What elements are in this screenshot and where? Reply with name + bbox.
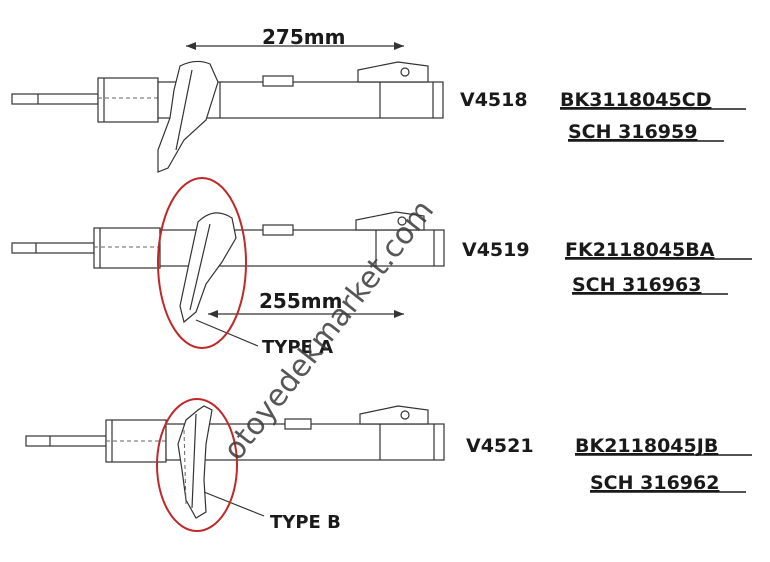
oem-code-3: BK2118045JB	[575, 435, 718, 457]
type-b-highlight-oval	[156, 398, 238, 532]
sch-code-2: SCH 316963	[572, 274, 701, 296]
dimension-label-middle: 255mm	[259, 289, 342, 313]
oem-code-1: BK3118045CD	[560, 89, 711, 111]
shock-absorber-v4519	[11, 211, 445, 347]
model-label-3: V4521	[466, 435, 534, 457]
shock-absorber-v4518	[11, 42, 444, 173]
type-b-label: TYPE B	[270, 512, 341, 533]
model-label-1: V4518	[460, 89, 528, 111]
sch-code-3: SCH 316962	[590, 472, 719, 494]
model-label-2: V4519	[462, 239, 530, 261]
dimension-label-top: 275mm	[262, 25, 345, 49]
shock-absorber-v4521	[25, 405, 445, 519]
type-a-highlight-oval	[157, 177, 247, 349]
sch-code-1: SCH 316959	[568, 121, 697, 143]
oem-code-2: FK2118045BA	[565, 239, 715, 261]
type-a-label: TYPE A	[262, 337, 333, 358]
